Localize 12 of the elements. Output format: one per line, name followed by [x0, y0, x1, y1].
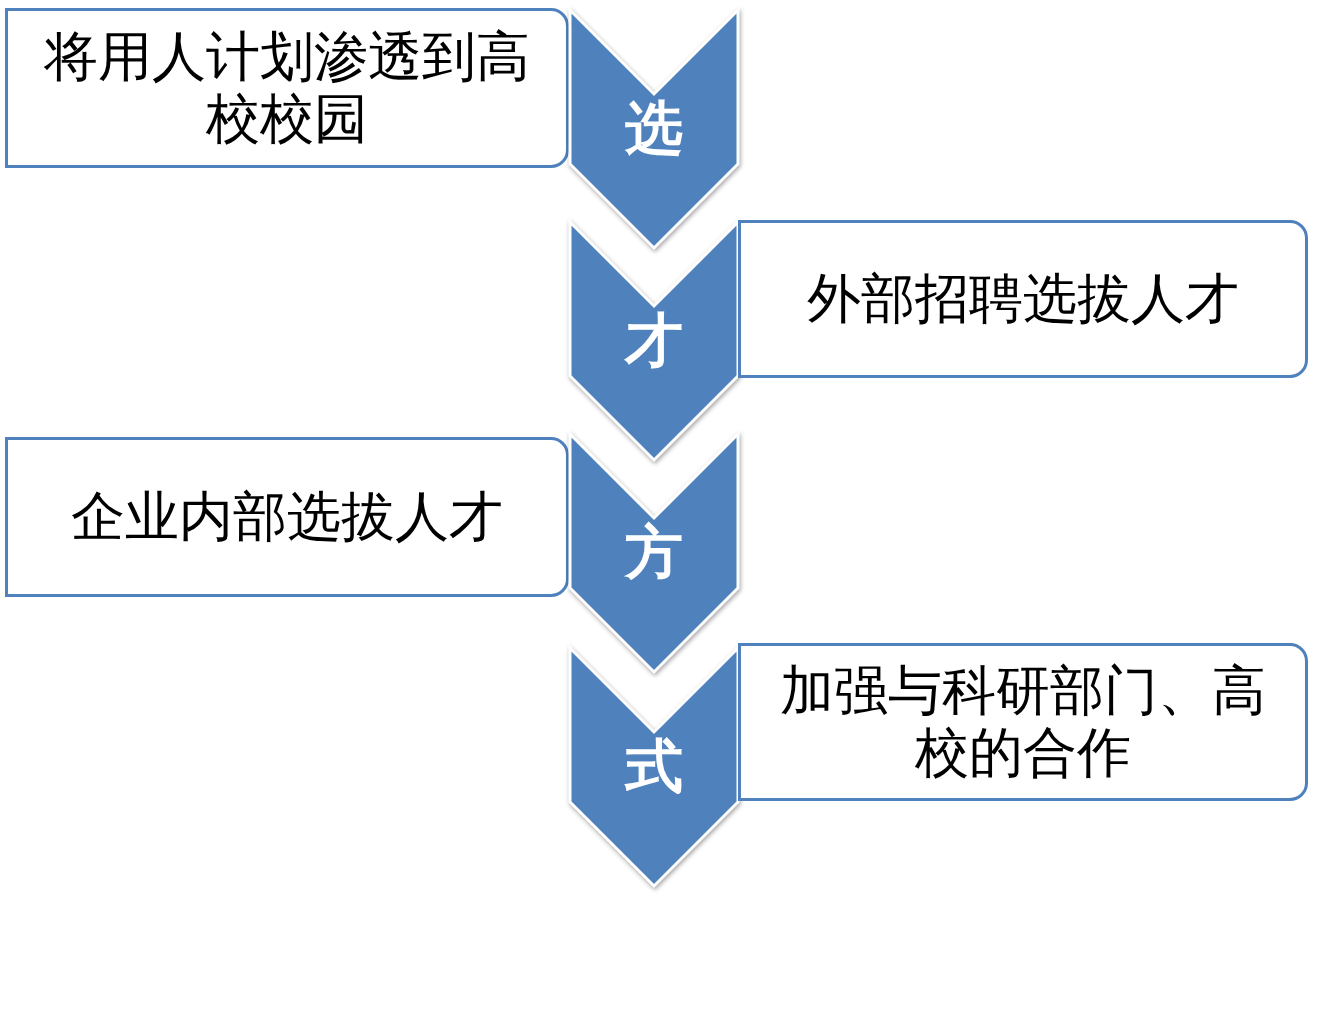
box-text: 将用人计划渗透到高校校园	[43, 26, 531, 150]
chevron-label: 选	[624, 96, 684, 160]
chevron-label: 才	[623, 308, 684, 372]
chevron-label: 式	[623, 734, 684, 798]
box-text: 加强与科研部门、高校的合作	[779, 660, 1267, 784]
text-box	[738, 220, 1308, 378]
text-box	[738, 643, 1308, 801]
text-box	[5, 437, 569, 597]
text-box	[5, 8, 569, 168]
box-text: 企业内部选拔人才	[71, 486, 503, 548]
chevron-label: 方	[623, 520, 684, 584]
box-text: 外部招聘选拔人才	[807, 268, 1239, 330]
